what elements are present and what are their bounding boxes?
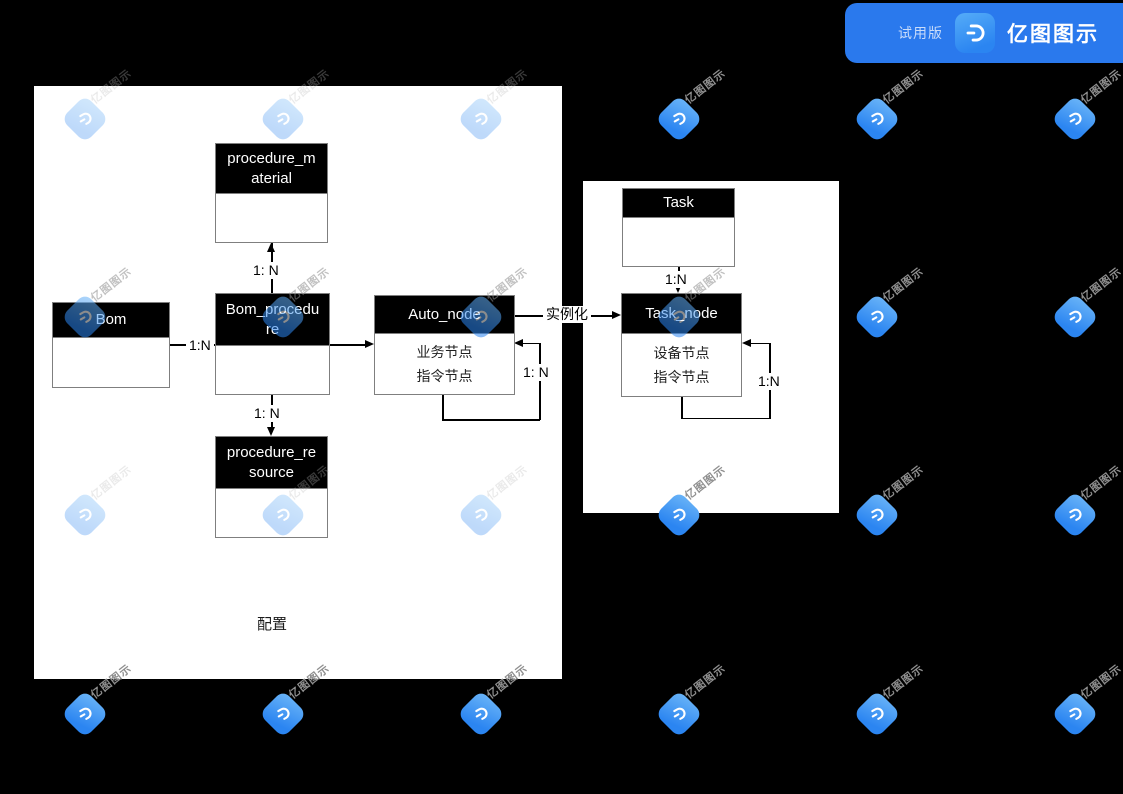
arrowhead-left-icon	[514, 338, 523, 347]
connector-tn-self-seg1[interactable]	[681, 397, 683, 419]
watermark-text: 亿图图示	[682, 67, 729, 107]
edraw-logo-icon	[852, 490, 902, 540]
entity-auto-node[interactable]: Auto_node 业务节点 指令节点	[374, 295, 515, 395]
arrowhead-right-icon	[365, 340, 374, 348]
trial-version-label: 试用版	[898, 25, 943, 41]
watermark-text: 亿图图示	[880, 67, 927, 107]
entity-body-line: 指令节点	[416, 368, 473, 384]
entity-bom-procedure[interactable]: Bom_procedure	[215, 293, 330, 395]
connector-an-self-seg4[interactable]	[523, 342, 540, 344]
entity-body	[216, 194, 327, 242]
edraw-logo-icon	[456, 689, 506, 739]
watermark-text: 亿图图示	[880, 662, 927, 702]
arrowhead-down-icon	[674, 284, 682, 293]
entity-title: Auto_node	[375, 296, 514, 334]
arrowhead-down-icon	[267, 427, 275, 436]
arrowhead-up-icon	[267, 243, 275, 252]
arrowhead-left-icon	[742, 338, 751, 347]
watermark-text: 亿图图示	[1078, 463, 1123, 503]
connector-label-bp-pm[interactable]: 1: N	[250, 262, 282, 279]
entity-body: 业务节点 指令节点	[375, 334, 514, 394]
entity-title: Task_node	[622, 294, 741, 334]
edraw-logo-icon	[1050, 94, 1100, 144]
edraw-logo-icon	[654, 94, 704, 144]
edraw-logo-icon	[852, 689, 902, 739]
product-name-label: 亿图图示	[1007, 23, 1099, 46]
edraw-logo-icon	[955, 13, 995, 53]
edraw-logo-icon	[60, 689, 110, 739]
edraw-logo-icon	[258, 689, 308, 739]
connector-label-tn-self[interactable]: 1:N	[755, 373, 783, 390]
connector-label-an-tn[interactable]: 实例化	[543, 306, 591, 323]
entity-bom[interactable]: Bom	[52, 302, 170, 388]
connector-label-an-self[interactable]: 1: N	[520, 364, 552, 381]
connector-label-bom-bp[interactable]: 1:N	[186, 337, 214, 354]
connector-bp-an[interactable]	[330, 344, 367, 346]
entity-task[interactable]: Task	[622, 188, 735, 267]
entity-title: Bom	[53, 303, 169, 338]
connector-an-self-seg1[interactable]	[442, 395, 444, 420]
entity-title: Task	[623, 189, 734, 218]
watermark-text: 亿图图示	[682, 662, 729, 702]
trial-badge[interactable]: 试用版 亿图图示	[845, 3, 1123, 63]
connector-label-task-tn[interactable]: 1:N	[662, 271, 690, 288]
entity-title: procedure_material	[216, 144, 327, 194]
entity-body	[216, 489, 327, 537]
edraw-logo-icon	[654, 689, 704, 739]
connector-tn-self-seg2[interactable]	[681, 417, 770, 419]
connector-an-self-seg2[interactable]	[442, 419, 540, 421]
entity-body	[623, 218, 734, 266]
edraw-logo-icon	[1050, 490, 1100, 540]
entity-body	[216, 346, 329, 394]
connector-an-self-seg3[interactable]	[539, 343, 541, 420]
watermark-text: 亿图图示	[880, 463, 927, 503]
edraw-logo-icon	[1050, 689, 1100, 739]
entity-procedure-material[interactable]: procedure_material	[215, 143, 328, 243]
connector-tn-self-seg4[interactable]	[751, 342, 770, 344]
entity-title: procedure_resource	[216, 437, 327, 489]
watermark-text: 亿图图示	[1078, 67, 1123, 107]
edraw-logo-icon	[852, 94, 902, 144]
entity-body-line: 业务节点	[416, 344, 473, 360]
watermark-text: 亿图图示	[880, 265, 927, 305]
connector-label-bp-pr[interactable]: 1: N	[251, 405, 283, 422]
edraw-logo-icon	[1050, 292, 1100, 342]
entity-body-line: 指令节点	[653, 369, 710, 385]
entity-body-line: 设备节点	[653, 345, 710, 361]
edraw-logo-icon	[852, 292, 902, 342]
entity-procedure-resource[interactable]: procedure_resource	[215, 436, 328, 538]
entity-body: 设备节点 指令节点	[622, 334, 741, 396]
config-container-label: 配置	[256, 616, 287, 633]
entity-title: Bom_procedure	[216, 294, 329, 346]
arrowhead-right-icon	[612, 311, 621, 319]
watermark-text: 亿图图示	[1078, 265, 1123, 305]
entity-task-node[interactable]: Task_node 设备节点 指令节点	[621, 293, 742, 397]
watermark-text: 亿图图示	[1078, 662, 1123, 702]
entity-body	[53, 338, 169, 387]
